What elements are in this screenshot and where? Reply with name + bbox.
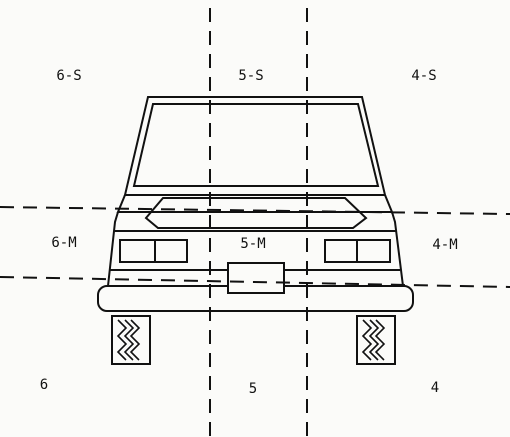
tire-right xyxy=(356,315,396,365)
zone-label-4-m: 4-M xyxy=(432,237,458,253)
zone-boundaries xyxy=(0,8,510,437)
zone-label-5-m: 5-M xyxy=(240,236,266,252)
zone-label-6-s: 6-S xyxy=(56,68,82,84)
zone-label-4-s: 4-S xyxy=(411,68,437,84)
zone-label-5-s: 5-S xyxy=(238,68,264,84)
headlight-left-inner xyxy=(154,239,188,263)
tire-left xyxy=(111,315,151,365)
headlight-right-inner xyxy=(324,239,358,263)
zone-divider-horizontal-bottom xyxy=(0,276,510,288)
windshield-frame xyxy=(123,96,387,196)
zone-label-5: 5 xyxy=(248,381,258,397)
zone-label-6-m: 6-M xyxy=(51,235,77,251)
body-left-side xyxy=(107,211,119,287)
vehicle-front-view xyxy=(97,96,414,365)
license-plate xyxy=(227,262,285,294)
zone-label-6: 6 xyxy=(39,377,49,393)
zone-label-4: 4 xyxy=(430,380,440,396)
zone-divider-horizontal-top xyxy=(0,206,510,215)
windshield-glass xyxy=(132,103,380,187)
hood-panel xyxy=(144,197,368,229)
body-right-side xyxy=(391,211,404,287)
hood xyxy=(116,194,394,213)
headlight-right-outer xyxy=(356,239,391,263)
headlight-left-outer xyxy=(119,239,156,263)
